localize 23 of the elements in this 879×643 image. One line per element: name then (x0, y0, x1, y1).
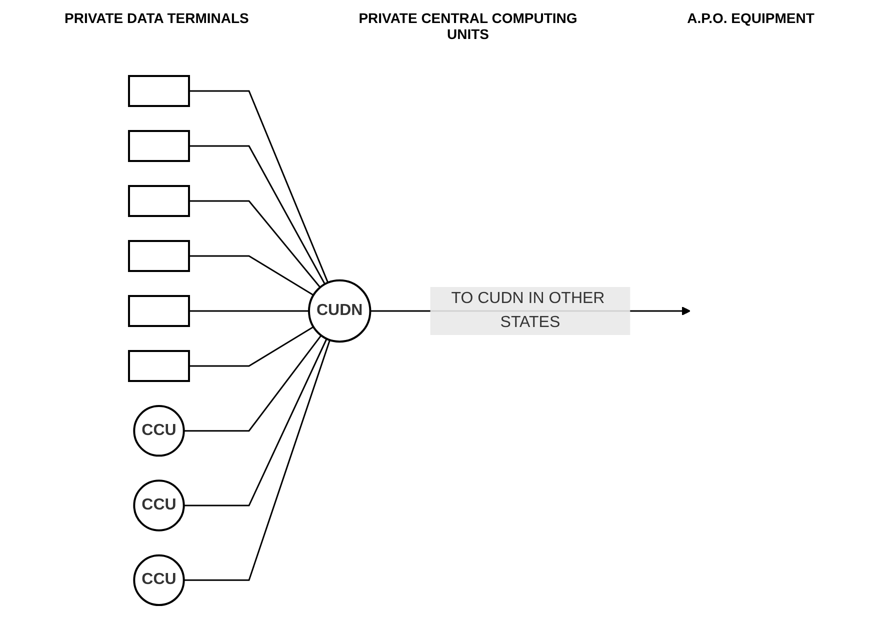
node-circle: CCU (133, 554, 185, 606)
connector (188, 146, 326, 286)
node-box (128, 130, 190, 162)
node-box (128, 240, 190, 272)
node-box (128, 185, 190, 218)
edge-label: TO CUDN IN OTHER STATES (451, 290, 605, 332)
connector (184, 338, 328, 507)
column-heading: PRIVATE DATA TERMINALS (64, 10, 249, 28)
connector (188, 310, 309, 312)
connector (188, 326, 314, 368)
column-heading: PRIVATE CENTRAL COMPUTING UNITS (358, 10, 578, 42)
column-heading: A.P.O. EQUIPMENT (687, 10, 814, 28)
node-box (128, 350, 190, 382)
connector (188, 256, 314, 296)
connector (184, 340, 330, 582)
node-circle: CUDN (308, 280, 372, 344)
node-box (128, 295, 190, 328)
node-box (128, 75, 190, 108)
node-circle: CCU (133, 405, 185, 458)
node-circle: CCU (133, 480, 185, 532)
connector (188, 90, 329, 284)
connector (188, 200, 321, 288)
connector (184, 335, 322, 432)
